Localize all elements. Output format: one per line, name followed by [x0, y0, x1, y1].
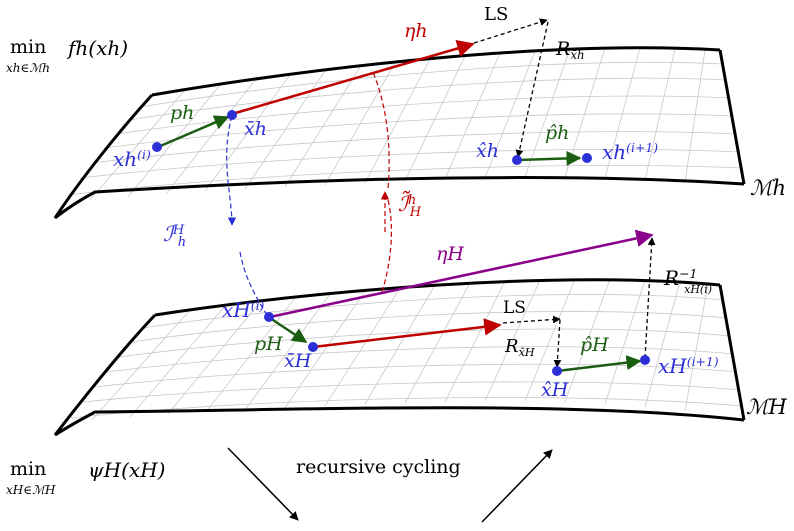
eta-H-label: ηH	[436, 243, 464, 265]
retraction-h-text: R	[556, 38, 571, 60]
x-i-H-label: xH(i)	[222, 298, 265, 322]
x-hat-H-point	[552, 366, 562, 376]
x-bar-h-label: x̄h	[244, 118, 267, 140]
cycling-up-arrow	[481, 449, 553, 523]
prolongation-superscript: h	[407, 192, 417, 208]
recursive-cycling-label: recursive cycling	[296, 456, 461, 478]
ls-H-label: LS	[503, 298, 526, 318]
x-next-H-point	[640, 355, 650, 365]
ls-H-dashed-arrow	[502, 315, 561, 324]
retraction-H-subscript: x̄H	[518, 345, 535, 359]
x-i-h-superscript: (i)	[137, 147, 151, 163]
x-i-h-text: xh	[113, 147, 138, 171]
prolongation-dashed-arrow	[371, 69, 390, 189]
x-hat-H-label: x̂H	[541, 379, 569, 401]
eta-h-label: ηh	[404, 20, 428, 42]
x-next-H-text: xH	[658, 354, 687, 378]
eta-H-arrow	[269, 229, 654, 319]
coarse-min-subscript: xH∈ℳH	[6, 483, 56, 497]
x-i-H-text: xH	[222, 298, 251, 322]
fine-min-subscript: xh∈ℳh	[6, 61, 50, 75]
ls-h-dashed-arrow	[473, 18, 548, 44]
coarse-objective-function: ψH(xH)	[88, 458, 166, 482]
restriction-subscript: h	[177, 234, 187, 250]
x-next-H-label: xH(i+1)	[658, 354, 719, 378]
coarse-min-label: min	[10, 458, 47, 480]
retraction-h-dashed-arrow	[515, 21, 549, 158]
x-next-h-text: xh	[602, 140, 627, 164]
restriction-superscript: H	[172, 222, 185, 238]
restriction-label: ℐHh	[163, 222, 186, 249]
cycling-down-arrow	[227, 447, 299, 521]
coarse-manifold-label: ℳH	[746, 395, 787, 419]
x-hat-h-point	[512, 155, 522, 165]
prolongation-text: ℐ̃	[398, 192, 408, 216]
retraction-H-label: Rx̄H	[505, 336, 535, 359]
coarse-manifold-surface	[53, 278, 746, 437]
x-i-H-superscript: (i)	[250, 298, 265, 314]
x-bar-H-point	[308, 342, 318, 352]
x-bar-H-label: x̄H	[284, 350, 312, 372]
retraction-h-label: Rx̄h	[556, 38, 585, 63]
fine-manifold-label: ℳh	[750, 176, 786, 200]
ls-h-label: LS	[484, 4, 509, 25]
x-hat-h-label: x̂h	[476, 140, 499, 162]
inv-retraction-dashed-arrow	[644, 237, 656, 359]
x-bar-h-point	[227, 110, 237, 120]
p-h-label: ph	[170, 102, 195, 124]
p-hat-h-label: p̂h	[545, 122, 570, 144]
x-next-H-superscript: (i+1)	[686, 354, 719, 370]
fine-objective-function: fh(xh)	[68, 36, 129, 60]
p-H-label: pH	[254, 333, 283, 355]
restriction-text: ℐ	[163, 222, 173, 246]
p-hat-h-arrow	[517, 150, 582, 166]
restriction-dashed-arrow	[226, 115, 237, 226]
x-next-h-label: xh(i+1)	[602, 140, 659, 164]
x-i-h-point	[152, 142, 162, 152]
fine-min-label: min	[10, 36, 47, 58]
p-h-arrow	[157, 115, 230, 149]
retraction-H-dashed-arrow	[553, 319, 562, 368]
inv-retraction-superscript: −1	[679, 266, 698, 282]
prolongation-dashed-line	[381, 199, 392, 293]
p-H-arrow	[269, 316, 308, 344]
prolongation-label: ℐ̃hH	[398, 192, 421, 219]
p-hat-H-arrow	[556, 355, 642, 373]
eta-h-arrow	[231, 39, 475, 116]
eta-H-red-arrow	[312, 318, 502, 349]
inv-retraction-label: R−1xH(i)	[664, 266, 712, 294]
x-i-h-label: xh(i)	[113, 147, 151, 171]
retraction-h-subscript: x̄h	[570, 48, 585, 63]
restriction-dashed-line	[239, 251, 269, 318]
x-i-H-point	[264, 312, 274, 322]
p-hat-H-label: p̂H	[580, 334, 609, 356]
x-next-h-point	[582, 153, 592, 163]
retraction-H-text: R	[505, 336, 519, 357]
inv-retraction-text: R	[664, 266, 680, 290]
prolongation-subscript: H	[409, 204, 422, 220]
x-next-h-superscript: (i+1)	[626, 140, 659, 156]
inv-retraction-subscript: xH(i)	[684, 282, 713, 296]
